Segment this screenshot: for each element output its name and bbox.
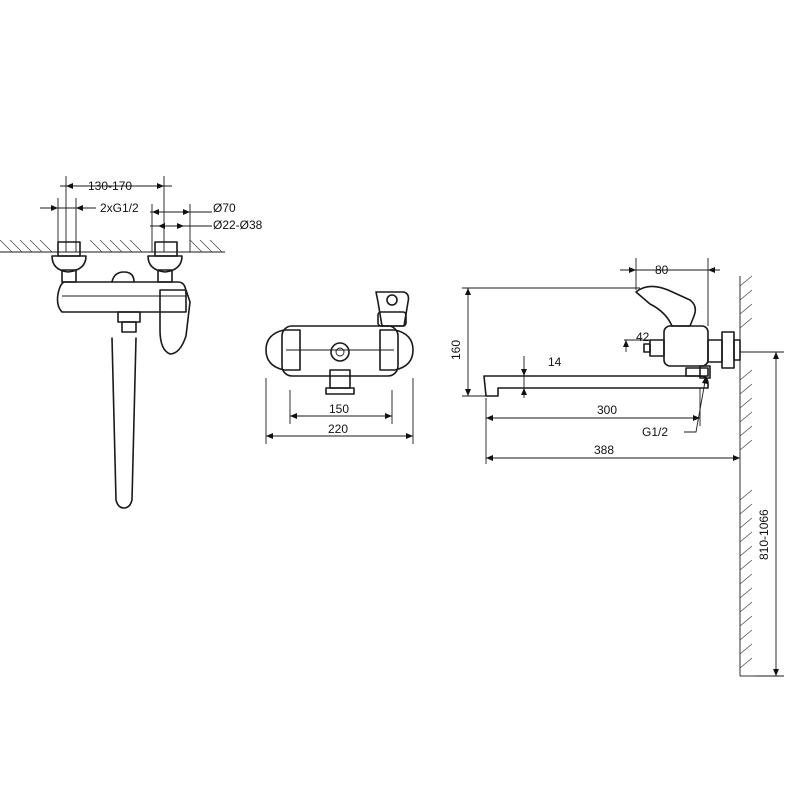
dim-spacing-label: 130-170: [88, 179, 132, 193]
wall-hatching-side: [739, 275, 753, 669]
dim-offset-label: 42: [636, 330, 650, 344]
top-view: 150 220: [265, 291, 414, 444]
wall-hatching-top: [0, 239, 223, 253]
dim-thread-label: G1/2: [642, 425, 668, 439]
side-view: 80 160 42 14 300 G1/2 388: [449, 258, 784, 677]
dim-flange-label: Ø70: [213, 201, 236, 215]
dim-pipe-range-label: Ø22-Ø38: [213, 218, 263, 232]
dim-spout-reach-label: 300: [597, 403, 617, 417]
dim-mount-height-label: 810-1066: [757, 509, 771, 560]
dim-inner-label: 150: [329, 402, 349, 416]
dim-inlets-label: 2xG1/2: [100, 201, 139, 215]
dim-height-label: 160: [449, 340, 463, 360]
dim-total-reach-label: 388: [594, 443, 614, 457]
dim-outer-label: 220: [328, 422, 348, 436]
front-view: 130-170 2xG1/2 Ø70 Ø22-Ø38: [0, 176, 263, 509]
dim-spout-thickness-label: 14: [548, 355, 562, 369]
dim-handle-label: 80: [655, 263, 669, 277]
